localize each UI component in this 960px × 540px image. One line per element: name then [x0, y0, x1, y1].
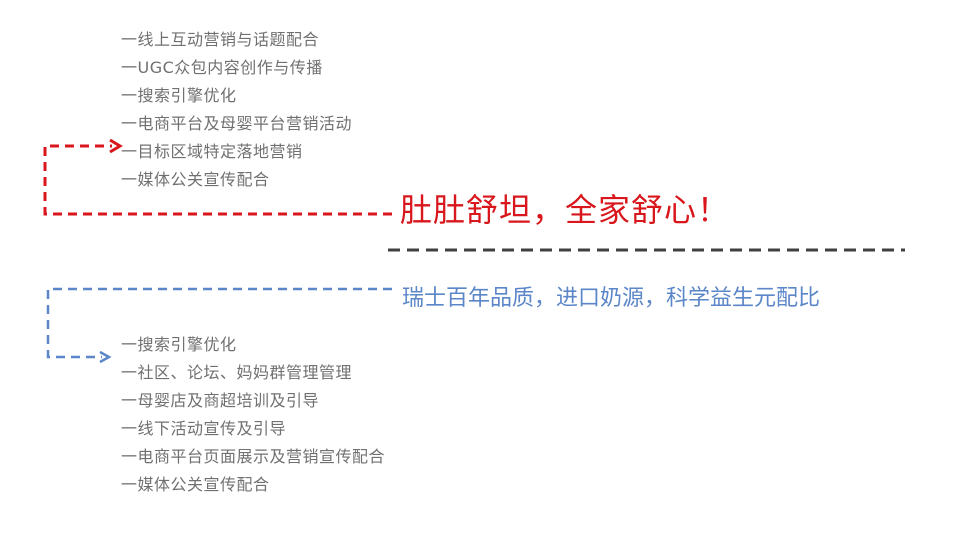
- list-item: 一母婴店及商超培训及引导: [121, 391, 320, 410]
- arrow-right-icon: [99, 350, 112, 364]
- list-item: 一电商平台页面展示及营销宣传配合: [121, 447, 386, 466]
- list-item: 一电商平台及母婴平台营销活动: [121, 114, 353, 133]
- subtitle: 瑞士百年品质，进口奶源，科学益生元配比: [402, 286, 821, 311]
- red-connector: [43, 144, 392, 216]
- list-item: 一搜索引擎优化: [121, 86, 237, 105]
- list-item: 一媒体公关宣传配合: [121, 170, 270, 189]
- list-item: 一搜索引擎优化: [121, 335, 237, 354]
- main-slogan: 肚肚舒坦，全家舒心！: [400, 191, 731, 229]
- list-item: 一线下活动宣传及引导: [121, 419, 287, 438]
- list-item: 一媒体公关宣传配合: [121, 475, 270, 494]
- list-item: 一社区、论坛、妈妈群管理管理: [121, 363, 353, 382]
- arrow-right-icon: [109, 138, 123, 154]
- list-item: 一UGC众包内容创作与传播: [121, 58, 323, 77]
- list-item: 一线上互动营销与话题配合: [121, 30, 320, 49]
- blue-connector: [46, 287, 392, 359]
- top-channel-list: 一线上互动营销与话题配合 一UGC众包内容创作与传播 一搜索引擎优化 一电商平台…: [121, 26, 352, 194]
- list-item: 一目标区域特定落地营销: [121, 142, 303, 161]
- bottom-channel-list: 一搜索引擎优化 一社区、论坛、妈妈群管理管理 一母婴店及商超培训及引导 一线下活…: [121, 331, 385, 499]
